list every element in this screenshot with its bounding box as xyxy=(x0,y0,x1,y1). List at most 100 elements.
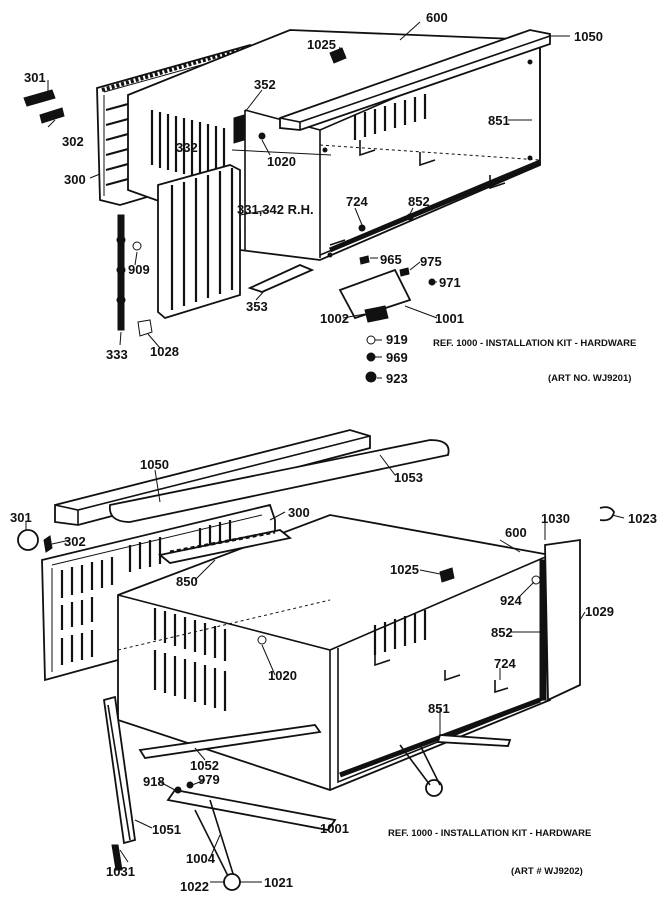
label-302: 302 xyxy=(62,134,84,149)
label-300: 300 xyxy=(64,172,86,187)
label-852-bottom: 852 xyxy=(491,625,513,640)
bottom-assembly: 1050 1053 301 302 300 600 1030 1023 850 … xyxy=(10,429,657,894)
clip-302 xyxy=(39,107,65,124)
washer-909 xyxy=(132,241,142,251)
label-333: 333 xyxy=(106,347,128,362)
label-1022: 1022 xyxy=(180,879,209,894)
foot-1021 xyxy=(223,873,241,891)
top-rail-1050 xyxy=(279,29,551,131)
screw-918 xyxy=(174,786,182,794)
part-1031 xyxy=(111,844,123,871)
label-1001-bottom: 1001 xyxy=(320,821,349,836)
leaders-top xyxy=(47,21,570,379)
sill-bracket-1001-bottom xyxy=(166,789,337,831)
top-rails-bottom xyxy=(54,429,450,526)
label-924: 924 xyxy=(500,593,522,608)
label-1001: 1001 xyxy=(435,311,464,326)
label-600: 600 xyxy=(426,10,448,25)
label-1050: 1050 xyxy=(574,29,603,44)
support-1052 xyxy=(138,724,322,759)
side-grille-bottom xyxy=(153,608,227,711)
brace-1004 xyxy=(194,799,236,881)
side-curtain-331 xyxy=(157,164,241,320)
clip-302-bottom xyxy=(43,535,53,553)
label-1021: 1021 xyxy=(264,875,293,890)
ref-note-bottom: REF. 1000 - INSTALLATION KIT - HARDWARE xyxy=(388,828,591,839)
label-302-bottom: 302 xyxy=(64,534,86,549)
pad-923 xyxy=(365,371,377,383)
ref-note-top: REF. 1000 - INSTALLATION KIT - HARDWARE xyxy=(433,338,636,349)
rear-grille-top xyxy=(353,94,427,140)
label-971: 971 xyxy=(439,275,461,290)
label-301-bottom: 301 xyxy=(10,510,32,525)
bracket-352 xyxy=(233,114,245,144)
label-724-bottom: 724 xyxy=(494,656,516,671)
labels-top: 301 302 300 600 1025 1050 352 332 851 10… xyxy=(24,10,636,386)
label-1004: 1004 xyxy=(186,851,216,866)
label-1031: 1031 xyxy=(106,864,135,879)
label-923: 923 xyxy=(386,371,408,386)
hardware-bottom xyxy=(17,506,615,891)
sill-bracket-1001 xyxy=(338,268,412,320)
label-969: 969 xyxy=(386,350,408,365)
bracket-1028 xyxy=(137,319,153,337)
gasket-852 xyxy=(539,559,547,701)
label-918: 918 xyxy=(143,774,165,789)
part-301-bottom xyxy=(17,529,39,551)
strap-1023 xyxy=(599,506,615,522)
label-975: 975 xyxy=(420,254,442,269)
label-851-bottom: 851 xyxy=(428,701,450,716)
rail-1053 xyxy=(108,439,450,523)
screw-1020-bottom xyxy=(257,635,267,645)
label-1025: 1025 xyxy=(307,37,336,52)
art-number-top: (ART NO. WJ9201) xyxy=(548,373,631,384)
bracket-301 xyxy=(23,89,56,107)
label-353: 353 xyxy=(246,299,268,314)
label-1020-bottom: 1020 xyxy=(268,668,297,683)
label-1023: 1023 xyxy=(628,511,657,526)
label-352: 352 xyxy=(254,77,276,92)
label-965: 965 xyxy=(380,252,402,267)
label-1050-bottom: 1050 xyxy=(140,457,169,472)
rear-grille-bottom xyxy=(373,610,427,655)
label-851: 851 xyxy=(488,113,510,128)
art-number-bottom: (ART # WJ9202) xyxy=(511,866,583,877)
front-panel-grille xyxy=(105,102,129,187)
washer-919 xyxy=(366,335,376,345)
top-assembly: 301 302 300 600 1025 1050 352 332 851 10… xyxy=(23,10,636,386)
bracket-1025-bottom xyxy=(439,567,455,583)
screw-975 xyxy=(399,267,410,277)
label-909: 909 xyxy=(128,262,150,277)
hardware-top xyxy=(23,47,436,383)
label-850: 850 xyxy=(176,574,198,589)
leaders-bottom xyxy=(25,454,625,883)
label-724: 724 xyxy=(346,194,368,209)
label-301: 301 xyxy=(24,70,46,85)
label-332: 332 xyxy=(176,140,198,155)
label-1028: 1028 xyxy=(150,344,179,359)
label-852: 852 xyxy=(408,194,430,209)
label-919: 919 xyxy=(386,332,408,347)
side-curtain-pleats xyxy=(170,168,234,310)
label-600-bottom: 600 xyxy=(505,525,527,540)
screw-965 xyxy=(359,255,370,265)
side-rail-1051 xyxy=(102,695,137,845)
support-353 xyxy=(247,264,315,293)
label-1053: 1053 xyxy=(394,470,423,485)
washer-969 xyxy=(366,352,376,362)
bracket-850 xyxy=(157,529,293,564)
label-979: 979 xyxy=(198,772,220,787)
label-1051: 1051 xyxy=(152,822,181,837)
label-1025-bottom: 1025 xyxy=(390,562,419,577)
screw-1020 xyxy=(258,132,266,140)
part-724 xyxy=(358,224,366,232)
label-300-bottom: 300 xyxy=(288,505,310,520)
bracket-1002 xyxy=(364,305,389,323)
label-1020: 1020 xyxy=(267,154,296,169)
side-panel-1029 xyxy=(544,538,581,702)
part-852 xyxy=(406,213,414,221)
labels-bottom: 1050 1053 301 302 300 600 1030 1023 850 … xyxy=(10,457,657,894)
bracket-1025 xyxy=(329,47,347,64)
label-1030: 1030 xyxy=(541,511,570,526)
